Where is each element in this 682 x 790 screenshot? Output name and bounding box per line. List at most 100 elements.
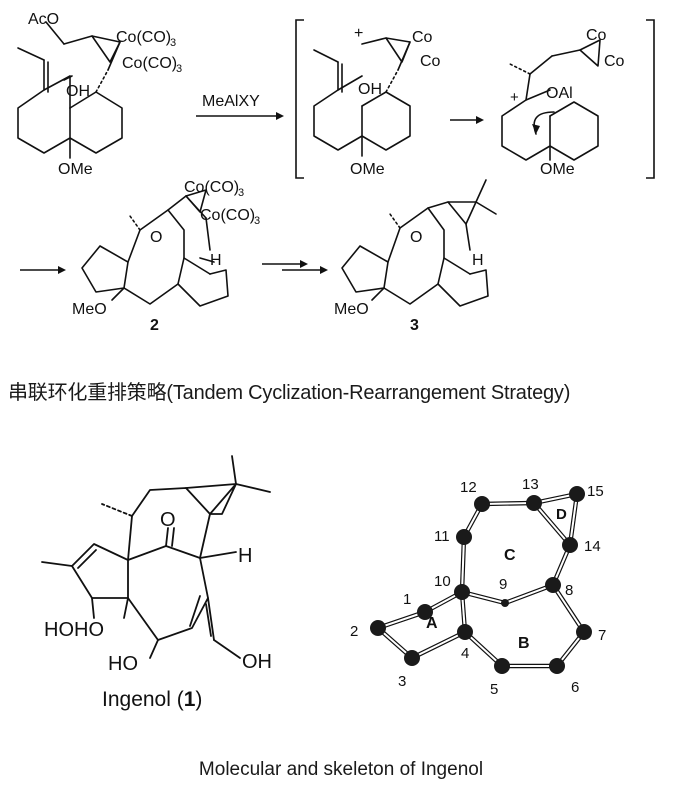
intermediate-hydroxyl: OH <box>358 81 382 98</box>
skeleton-atom-8 <box>545 577 561 593</box>
skeleton-bond <box>481 502 535 505</box>
skeleton-atom-2 <box>370 620 386 636</box>
skeleton-atom-4 <box>457 624 473 640</box>
intermediate-plus-charge: + <box>354 25 363 42</box>
ingenol-ho: HO <box>108 653 138 675</box>
skeleton-atom-number: 15 <box>587 483 604 500</box>
skeleton-atom-number: 5 <box>490 681 498 698</box>
ring-label-a: A <box>426 615 438 632</box>
intermediate-cation <box>313 37 411 157</box>
compound-3-number: 3 <box>410 317 419 334</box>
skeleton-bond <box>377 609 425 628</box>
skeleton-bond <box>465 630 504 666</box>
skeleton-bond <box>464 631 503 667</box>
skeleton-bond <box>411 630 465 658</box>
scheme-caption: 串联环化重排策略(Tandem Cyclization-Rearrangemen… <box>8 382 571 404</box>
intermediate-arrow-head <box>476 116 484 124</box>
skeleton-bond <box>377 611 426 629</box>
skeleton-atoms <box>370 486 592 674</box>
start-co-bottom-sub: 3 <box>176 63 182 75</box>
compound-2-number: 2 <box>150 317 159 334</box>
ingenol-oh: OH <box>242 651 272 673</box>
ingenol-ketone: O <box>160 509 176 531</box>
skeleton-atom-number: 3 <box>398 673 406 690</box>
skeleton-atom-3 <box>404 650 420 666</box>
ingenol-name: Ingenol (1) <box>102 688 202 711</box>
start-co-top-label: Co(CO) <box>116 29 171 46</box>
skeleton-atom-14 <box>562 537 578 553</box>
starting-material <box>17 21 123 159</box>
double-arrow-2-head <box>320 266 328 274</box>
skeleton-atom-7 <box>576 624 592 640</box>
skeleton-atom-9 <box>501 599 509 607</box>
aluminate-oal: OAl <box>546 85 573 102</box>
start-co-bottom-label: Co(CO) <box>122 55 177 72</box>
skeleton-atom-5 <box>494 658 510 674</box>
skeleton-atom-number: 13 <box>522 476 539 493</box>
skeleton-bond <box>534 501 572 545</box>
reagent-label: MeAlXY <box>202 93 260 110</box>
skeleton-bond <box>532 503 570 547</box>
compound-2-methoxy: MeO <box>72 301 107 318</box>
skeleton-atom-number: 2 <box>350 623 358 640</box>
skeleton-atom-number: 12 <box>460 479 477 496</box>
compound-2-co-bottom-sub: 3 <box>254 215 260 227</box>
skeleton-bond <box>504 582 553 603</box>
intermediate-methoxy: OMe <box>350 161 385 178</box>
skeleton-atom-number: 7 <box>598 627 606 644</box>
skeleton-bond <box>461 536 465 593</box>
curved-arrow-head <box>532 124 540 134</box>
skeleton-bond <box>551 585 584 634</box>
skeleton-bond <box>504 584 554 604</box>
skeleton-bond <box>482 503 535 507</box>
skeleton-bond <box>570 494 580 546</box>
skeleton-bond <box>412 632 466 660</box>
skeleton-bond <box>505 585 554 606</box>
skeleton-atom-15 <box>569 486 585 502</box>
start-acetoxy-label: AcO <box>28 11 59 28</box>
skeleton-atom-number: 8 <box>565 582 573 599</box>
skeleton-atom-13 <box>526 495 542 511</box>
skeleton-bond <box>481 500 534 504</box>
ring-label-b: B <box>518 635 530 652</box>
intermediate-co-top: Co <box>412 29 433 46</box>
skeleton-bond <box>567 493 577 545</box>
skeleton-atom-11 <box>456 529 472 545</box>
skeleton-atom-1 <box>417 604 433 620</box>
skeleton-bond <box>459 536 464 592</box>
compound-3-hydrogen: H <box>472 252 484 269</box>
intermediate-bracket <box>295 19 655 179</box>
ingenol-hydrogen: H <box>238 545 252 567</box>
skeleton-bond <box>569 493 578 546</box>
skeleton-bond <box>552 584 585 633</box>
skeleton-bond <box>411 631 466 659</box>
start-co-top-sub: 3 <box>170 37 176 49</box>
skeleton-bond <box>462 537 467 593</box>
intermediate-co-bottom: Co <box>420 53 441 70</box>
ingenol-hoho: HOHO <box>44 619 104 641</box>
compound-2-co-top-sub: 3 <box>238 187 244 199</box>
skeleton-atom-6 <box>549 658 565 674</box>
compound-3-structure <box>341 179 497 307</box>
skeleton-atom-number: 9 <box>499 576 507 593</box>
skeleton-bond <box>533 502 571 546</box>
skeleton-atom-number: 10 <box>434 573 451 590</box>
compound-2-ketone: O <box>150 229 162 246</box>
aluminate-co-top: Co <box>586 27 607 44</box>
ingenol-structure <box>41 455 271 659</box>
skeleton-atom-12 <box>474 496 490 512</box>
aluminate-plus-charge: + <box>510 89 519 106</box>
skeleton-bond <box>553 583 586 632</box>
aluminate-co-bottom: Co <box>604 53 625 70</box>
skeleton-atom-number: 1 <box>403 591 411 608</box>
start-methoxy-label: OMe <box>58 161 93 178</box>
reagent-arrow-head <box>276 112 284 120</box>
compound-2-co-bottom: Co(CO) <box>200 207 255 224</box>
skeleton-bond <box>378 612 426 631</box>
double-arrow-1-head <box>300 260 308 268</box>
compound-2-structure <box>81 189 229 307</box>
compound-3-ketone: O <box>410 229 422 246</box>
aluminate-methoxy: OMe <box>540 161 575 178</box>
compound-2-hydrogen: H <box>210 252 222 269</box>
compound-3-methoxy: MeO <box>334 301 369 318</box>
